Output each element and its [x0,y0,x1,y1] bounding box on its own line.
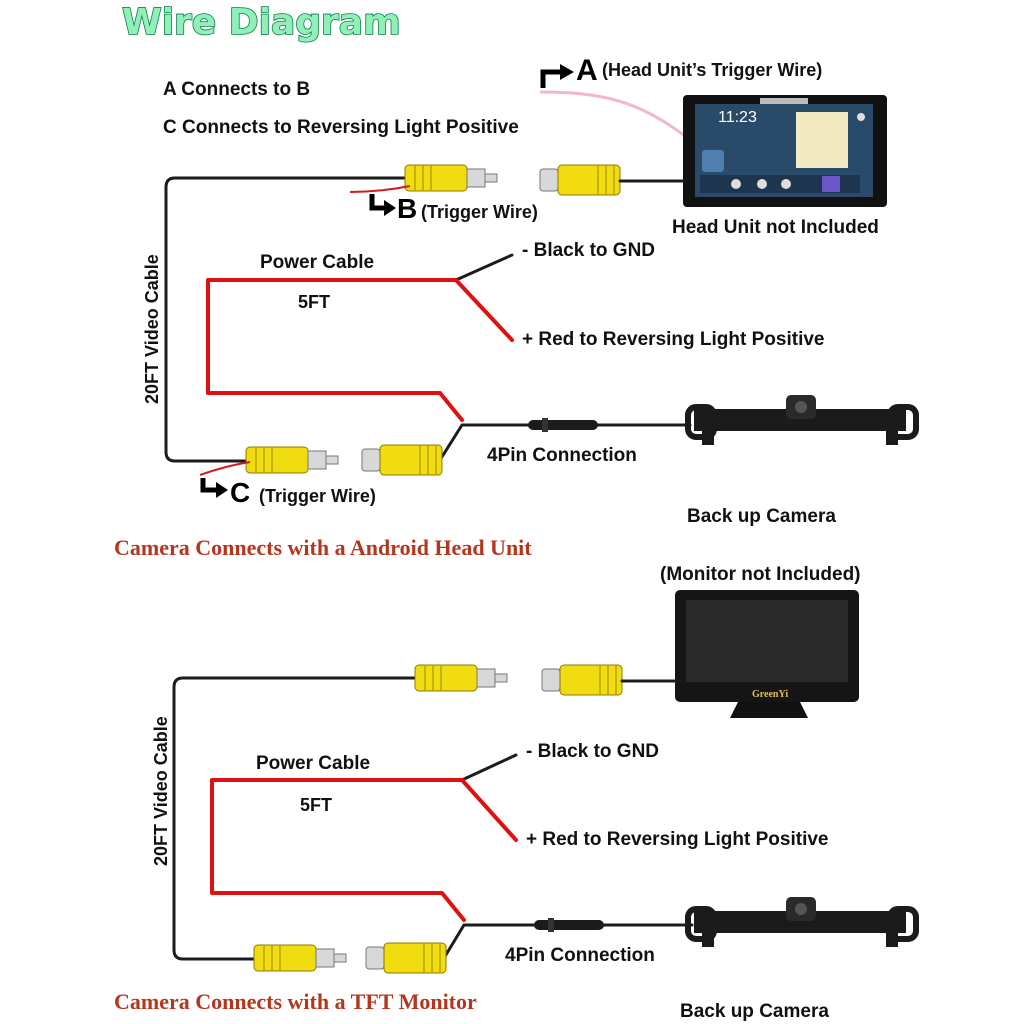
marker-b: B (Trigger Wire) [369,193,538,224]
junction-wire-bottom [442,923,536,960]
black-to-gnd-bottom: - Black to GND [526,741,659,762]
legend-a-to-b: A Connects to B [163,79,310,100]
caption-tft: Camera Connects with a TFT Monitor [114,989,477,1014]
marker-c-letter: C [230,477,250,508]
monitor-not-included: (Monitor not Included) [660,564,861,585]
legend-c-to-reversing: C Connects to Reversing Light Positive [163,117,519,138]
diagram-title: Wire Diagram [122,2,401,43]
red-lead-bottom [460,778,518,842]
rca-female-lower-top [361,444,443,476]
top-diagram: A (Head Unit’s Trigger Wire) 11:23 Head … [114,54,916,560]
rca-male-video-top [404,164,498,192]
bottom-diagram: (Monitor not Included) GreenYi 20FT Vide… [114,564,916,1022]
backup-camera-top [688,395,916,445]
head-unit-not-included: Head Unit not Included [672,217,879,238]
caption-android: Camera Connects with a Android Head Unit [114,535,532,560]
rca-male-lower-bottom [253,944,347,972]
4pin-connector-bottom [534,918,604,932]
video-cable-label-top: 20FT Video Cable [142,254,162,404]
black-lead-top [454,253,514,282]
marker-b-letter: B [397,193,417,224]
red-lead-top [454,278,514,342]
marker-c-text: (Trigger Wire) [259,486,376,506]
black-to-gnd-top: - Black to GND [522,240,655,261]
cable-length-top: 5FT [298,292,330,312]
video-cable-top [164,176,407,463]
tft-monitor: GreenYi [675,590,859,718]
black-lead-bottom [460,753,518,782]
4pin-connector-top [528,418,598,432]
red-to-reversing-bottom: + Red to Reversing Light Positive [526,829,828,850]
rca-male-video-bottom [414,664,508,692]
marker-a: A (Head Unit’s Trigger Wire) [540,54,822,88]
power-cable-label-top: Power Cable [260,252,374,273]
rca-male-lower-top [245,446,339,474]
marker-a-letter: A [576,54,598,87]
camera-label-bottom: Back up Camera [680,1001,829,1022]
rca-female-lower-bottom [365,942,447,974]
backup-camera-bottom [688,897,916,947]
head-unit: 11:23 [683,95,887,207]
monitor-brand: GreenYi [752,689,788,700]
power-cable-bottom [210,778,466,922]
red-to-reversing-top: + Red to Reversing Light Positive [522,329,824,350]
video-cable-bottom [172,676,417,961]
trigger-wire-b [349,185,411,193]
marker-b-text: (Trigger Wire) [421,202,538,222]
marker-c: C (Trigger Wire) [200,477,376,508]
trigger-wire-c [199,461,251,476]
camera-label-top: Back up Camera [687,506,836,527]
cable-length-bottom: 5FT [300,795,332,815]
rca-female-video-top [539,164,621,196]
power-cable-top [206,278,464,422]
head-unit-trigger-wire [539,90,691,142]
4pin-label-bottom: 4Pin Connection [505,945,655,966]
head-unit-clock: 11:23 [718,109,757,126]
junction-wire-top [438,423,530,462]
rca-female-video-bottom [541,664,623,696]
4pin-label-top: 4Pin Connection [487,445,637,466]
power-cable-label-bottom: Power Cable [256,753,370,774]
marker-a-text: (Head Unit’s Trigger Wire) [602,60,822,80]
video-cable-label-bottom: 20FT Video Cable [151,716,171,866]
